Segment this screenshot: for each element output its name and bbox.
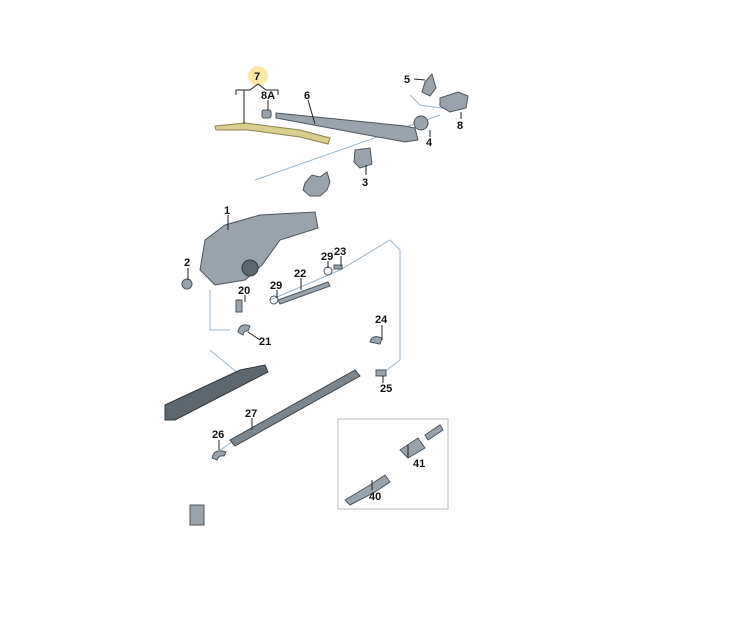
callout-29-b[interactable]: 29: [321, 251, 333, 263]
callout-5[interactable]: 5: [404, 74, 410, 86]
callout-29-a[interactable]: 29: [270, 280, 282, 292]
nut-part-2[interactable]: [181, 278, 193, 290]
callout-21[interactable]: 21: [259, 336, 271, 348]
callout-8A[interactable]: 8A: [261, 90, 275, 102]
connector-part-41[interactable]: [399, 424, 444, 459]
seal-part[interactable]: [302, 171, 331, 197]
connector-part-40[interactable]: [344, 474, 391, 506]
part-20[interactable]: [235, 299, 243, 313]
wiper-blade[interactable]: [214, 122, 331, 145]
part-25[interactable]: [375, 369, 387, 377]
ring-part-29b[interactable]: [323, 266, 333, 276]
callout-22[interactable]: 22: [294, 268, 306, 280]
wiper-arm[interactable]: [275, 112, 419, 143]
elbow-part-26[interactable]: [211, 450, 227, 461]
callout-27[interactable]: 27: [245, 408, 257, 420]
callout-8[interactable]: 8: [457, 120, 463, 132]
part-8[interactable]: [439, 91, 469, 113]
callout-4[interactable]: 4: [426, 137, 433, 149]
elbow-part-24[interactable]: [369, 336, 383, 345]
assembly-lines: [209, 94, 456, 451]
hose-part-27[interactable]: [229, 369, 361, 447]
inset-box: [337, 418, 449, 510]
highlight-marker: [248, 66, 268, 86]
callout-41[interactable]: 41: [413, 458, 425, 470]
pump-part[interactable]: [189, 504, 205, 526]
pipe-part-22[interactable]: [277, 281, 331, 305]
callout-24[interactable]: 24: [375, 314, 388, 326]
grommet-part-3[interactable]: [353, 147, 373, 169]
callout-3[interactable]: 3: [362, 177, 368, 189]
callout-2[interactable]: 2: [184, 257, 190, 269]
part-5[interactable]: [421, 72, 437, 97]
callout-26[interactable]: 26: [212, 429, 224, 441]
callout-20[interactable]: 20: [238, 285, 250, 297]
wiper-motor[interactable]: [199, 211, 319, 286]
callout-6[interactable]: 6: [304, 90, 310, 102]
callout-40[interactable]: 40: [369, 491, 381, 503]
elbow-part-21[interactable]: [237, 324, 251, 336]
part-23[interactable]: [333, 264, 343, 270]
callout-1[interactable]: 1: [224, 205, 230, 217]
bracket-part[interactable]: [164, 364, 269, 421]
callout-23[interactable]: 23: [334, 246, 346, 258]
ring-part-29a[interactable]: [269, 295, 279, 305]
cap-part[interactable]: [261, 109, 272, 119]
callout-7[interactable]: 7: [254, 71, 260, 83]
callout-25[interactable]: 25: [380, 383, 392, 395]
nut-part-4[interactable]: [413, 115, 429, 131]
